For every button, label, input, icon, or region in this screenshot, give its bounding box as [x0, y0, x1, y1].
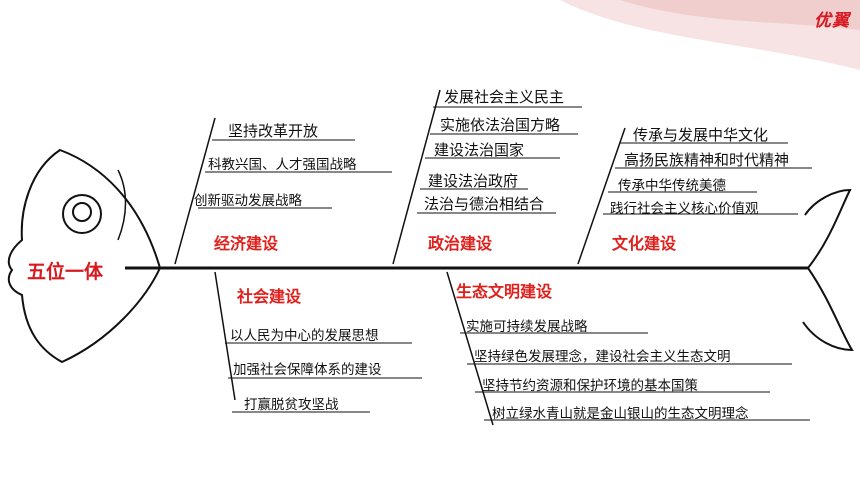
category-politics: 政治建设 — [428, 234, 493, 253]
category-culture: 文化建设 — [612, 234, 677, 253]
brand-logo: 优翼 — [814, 11, 850, 30]
gill-line — [117, 169, 127, 241]
fish-eye-outer — [62, 194, 102, 234]
connector-lines — [198, 106, 812, 421]
fish-eye-inner — [72, 202, 92, 222]
category-ecology: 生态文明建设 — [456, 282, 553, 301]
politics-item: 实施依法治国方略 — [440, 116, 561, 134]
politics-item: 建设法治政府 — [428, 172, 519, 190]
category-economy: 经济建设 — [214, 234, 279, 253]
culture-item: 践行社会主义核心价值观 — [610, 201, 759, 217]
fish-tail — [802, 188, 854, 352]
culture-item: 高扬民族精神和时代精神 — [624, 151, 790, 169]
fish-head-outline — [7, 148, 162, 364]
spine-label: 五位一体 — [27, 261, 104, 283]
economy-item: 创新驱动发展战略 — [194, 193, 302, 209]
culture-item: 传承中华传统美德 — [618, 178, 726, 194]
ecology-item: 树立绿水青山就是金山银山的生态文明理念 — [492, 406, 749, 422]
culture-item: 传承与发展中华文化 — [633, 126, 769, 144]
economy-item: 坚持改革开放 — [228, 122, 319, 140]
society-item: 以人民为中心的发展思想 — [230, 328, 379, 344]
rib-politics — [392, 89, 441, 265]
society-item: 打赢脱贫攻坚战 — [244, 397, 339, 413]
ecology-item: 坚持节约资源和保护环境的基本国策 — [482, 378, 698, 394]
politics-item: 建设法治国家 — [434, 141, 525, 159]
rib-ecology — [446, 271, 494, 426]
ecology-item: 坚持绿色发展理念，建设社会主义生态文明 — [474, 349, 731, 365]
rib-culture — [577, 127, 626, 265]
society-item: 加强社会保障体系的建设 — [233, 362, 382, 378]
economy-item: 科教兴国、人才强国战略 — [208, 157, 357, 173]
politics-item: 法治与德治相结合 — [424, 195, 545, 213]
category-society: 社会建设 — [237, 287, 302, 306]
background-swoosh — [620, 0, 860, 30]
rib-economy — [174, 117, 216, 265]
politics-item: 发展社会主义民主 — [444, 88, 565, 106]
ecology-item: 实施可持续发展战略 — [466, 319, 588, 335]
rib-society — [214, 271, 236, 401]
